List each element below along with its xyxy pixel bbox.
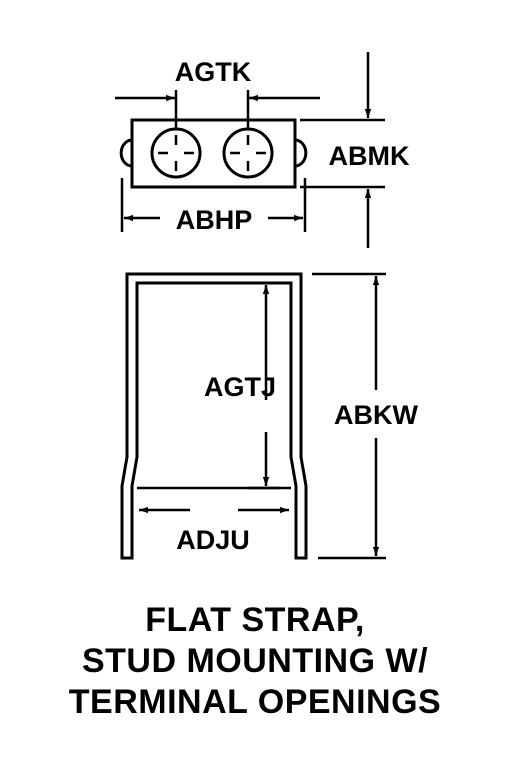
left-mounting-ear xyxy=(119,138,133,168)
left-terminal-screw-icon xyxy=(150,127,202,179)
label-agtk: AGTK xyxy=(175,57,252,87)
dimension-abkw xyxy=(312,272,386,560)
label-abmk: ABMK xyxy=(329,141,410,171)
dimension-abhp xyxy=(120,178,307,232)
drawing-caption: FLAT STRAP, STUD MOUNTING W/ TERMINAL OP… xyxy=(0,600,510,723)
dimension-agtj xyxy=(248,285,280,490)
dimension-agtk xyxy=(115,90,320,130)
caption-line-3: TERMINAL OPENINGS xyxy=(68,683,442,721)
terminal-block-body xyxy=(130,118,297,189)
label-abhp: ABHP xyxy=(176,205,253,235)
terminal-block-top-view xyxy=(119,118,308,189)
dimension-abmk xyxy=(300,52,385,248)
label-adju: ADJU xyxy=(176,525,250,555)
strap-outer-outline xyxy=(120,272,308,560)
label-abkw: ABKW xyxy=(334,400,418,430)
caption-line-2: STUD MOUNTING W/ xyxy=(81,642,429,680)
label-agtj: AGTJ xyxy=(204,372,276,402)
right-terminal-screw-icon xyxy=(222,127,274,179)
caption-line-1: FLAT STRAP, xyxy=(145,601,365,639)
flat-strap-front-view xyxy=(120,272,308,560)
right-mounting-ear xyxy=(294,138,308,168)
